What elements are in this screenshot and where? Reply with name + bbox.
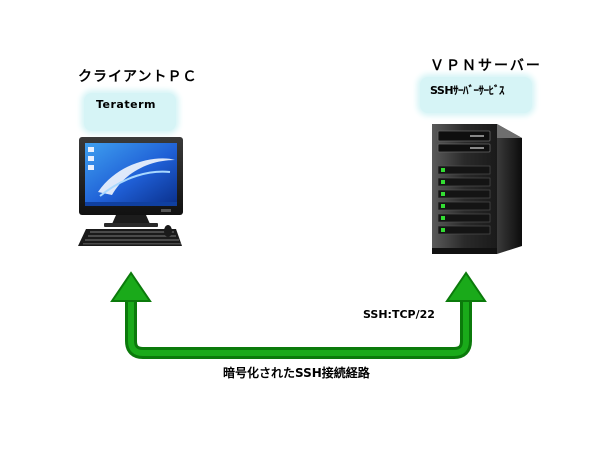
- server-title: ＶＰＮサーバー: [430, 58, 542, 74]
- arrowhead-left: [110, 271, 152, 302]
- connection-path-label: 暗号化されたSSH接続経路: [223, 366, 370, 380]
- server-service-label: SSHｻｰﾊﾞｰｻｰﾋﾞｽ: [430, 84, 505, 97]
- client-title: クライアントＰＣ: [78, 69, 198, 85]
- client-software-label: Teraterm: [96, 98, 156, 111]
- port-label: SSH:TCP/22: [363, 308, 435, 321]
- software-box-client: [84, 93, 176, 131]
- arrowhead-right: [445, 271, 487, 302]
- software-box-server: [420, 77, 532, 113]
